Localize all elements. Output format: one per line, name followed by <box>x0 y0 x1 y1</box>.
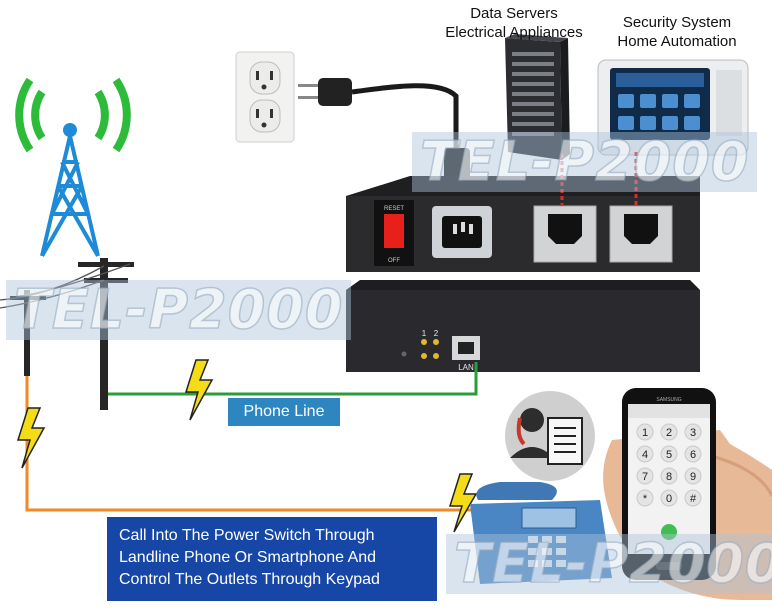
smartphone-keypad: 1 2 3 4 5 6 7 8 9 * 0 # <box>636 423 702 507</box>
call-instructions-box: Call Into The Power Switch Through Landl… <box>107 517 437 601</box>
keypad-key-bg <box>684 423 702 441</box>
lightning-bolt-icon-2 <box>16 407 46 469</box>
lightning-bolt-icon-3 <box>448 473 478 533</box>
keypad-key-bg <box>660 467 678 485</box>
cell-tower-icon <box>15 77 131 257</box>
keypad-key-bg <box>660 445 678 463</box>
reset-label: RESET <box>384 206 404 212</box>
desk-phone-icon <box>470 482 612 584</box>
keypad-key: # <box>690 493 697 505</box>
keypad-key-bg <box>684 445 702 463</box>
led-label-2: 2 <box>434 329 439 338</box>
lan-label: LAN <box>458 363 474 372</box>
data-servers-line1: Data Servers <box>470 5 558 22</box>
keypad-key: 5 <box>666 449 672 461</box>
watermark-left: TEL-P2000 <box>6 279 352 340</box>
smartphone-icon: SAMSUNG 1 2 3 4 5 6 7 8 9 * 0 # <box>622 388 716 580</box>
keypad-key: 1 <box>642 427 648 439</box>
data-server-icon <box>505 34 570 160</box>
keypad-key-bg <box>660 423 678 441</box>
security-panel-icon <box>597 59 749 156</box>
power-switch-unit <box>346 152 700 272</box>
security-line2: Home Automation <box>617 33 737 50</box>
keypad-key: 7 <box>642 471 648 483</box>
keypad-key: * <box>643 493 648 505</box>
keypad-key: 3 <box>690 427 696 439</box>
led-label-1: 1 <box>422 329 427 338</box>
keypad-key-bg <box>684 467 702 485</box>
utility-poles <box>0 258 134 410</box>
data-servers-label: Data Servers Electrical Appliances <box>432 4 596 42</box>
security-system-label: Security System Home Automation <box>604 13 750 51</box>
operator-icon <box>505 391 595 481</box>
keypad-key: 8 <box>666 471 672 483</box>
keypad-key: 9 <box>690 471 696 483</box>
lightning-bolt-icon <box>184 359 214 421</box>
watermark-top: TEL-P2000 <box>412 131 758 192</box>
keypad-key: 0 <box>666 493 672 505</box>
smartphone-brand: SAMSUNG <box>656 397 681 403</box>
security-line1: Security System <box>622 14 732 31</box>
keypad-key-bg <box>636 423 654 441</box>
phone-control-unit <box>346 280 700 372</box>
keypad-key: 6 <box>690 449 696 461</box>
keypad-key-bg <box>636 489 654 507</box>
keypad-key: 4 <box>642 449 648 461</box>
keypad-key-bg <box>684 489 702 507</box>
keypad-key-bg <box>636 445 654 463</box>
orange-line-wire <box>25 376 476 512</box>
phone-line-wire <box>108 362 478 396</box>
keypad-key-bg <box>660 489 678 507</box>
keypad-key-bg <box>636 467 654 485</box>
data-servers-line2: Electrical Appliances <box>445 24 583 41</box>
watermark-bottom: TEL-P2000 <box>446 533 772 594</box>
off-label: OFF <box>388 258 400 264</box>
keypad-key: 2 <box>666 427 672 439</box>
phone-line-label: Phone Line <box>228 398 340 426</box>
wall-outlet <box>235 51 295 143</box>
